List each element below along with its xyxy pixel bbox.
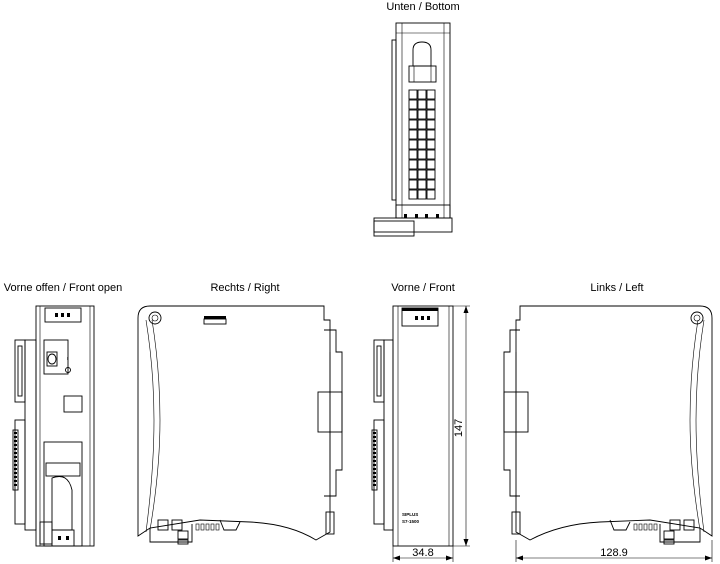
product-line2: S7-1500 xyxy=(402,519,420,524)
label-front-open-view: Vorne offen / Front open xyxy=(4,282,122,294)
bottom-view xyxy=(373,22,453,237)
front-view: SIPLUS S7-1500 147 34.8 xyxy=(371,305,470,562)
label-left-view: Links / Left xyxy=(590,282,643,294)
left-view: 128.9 xyxy=(503,305,713,562)
right-view xyxy=(137,305,343,545)
switch-label: I xyxy=(67,356,68,361)
dimension-depth: 128.9 xyxy=(600,547,628,559)
label-right-view: Rechts / Right xyxy=(210,282,279,294)
label-front-view: Vorne / Front xyxy=(391,282,455,294)
dimension-width-front: 34.8 xyxy=(412,547,433,559)
product-line1: SIPLUS xyxy=(402,512,418,517)
dimension-height: 147 xyxy=(453,419,465,437)
front-open-view: I xyxy=(12,305,95,547)
label-bottom-view: Unten / Bottom xyxy=(386,1,459,13)
